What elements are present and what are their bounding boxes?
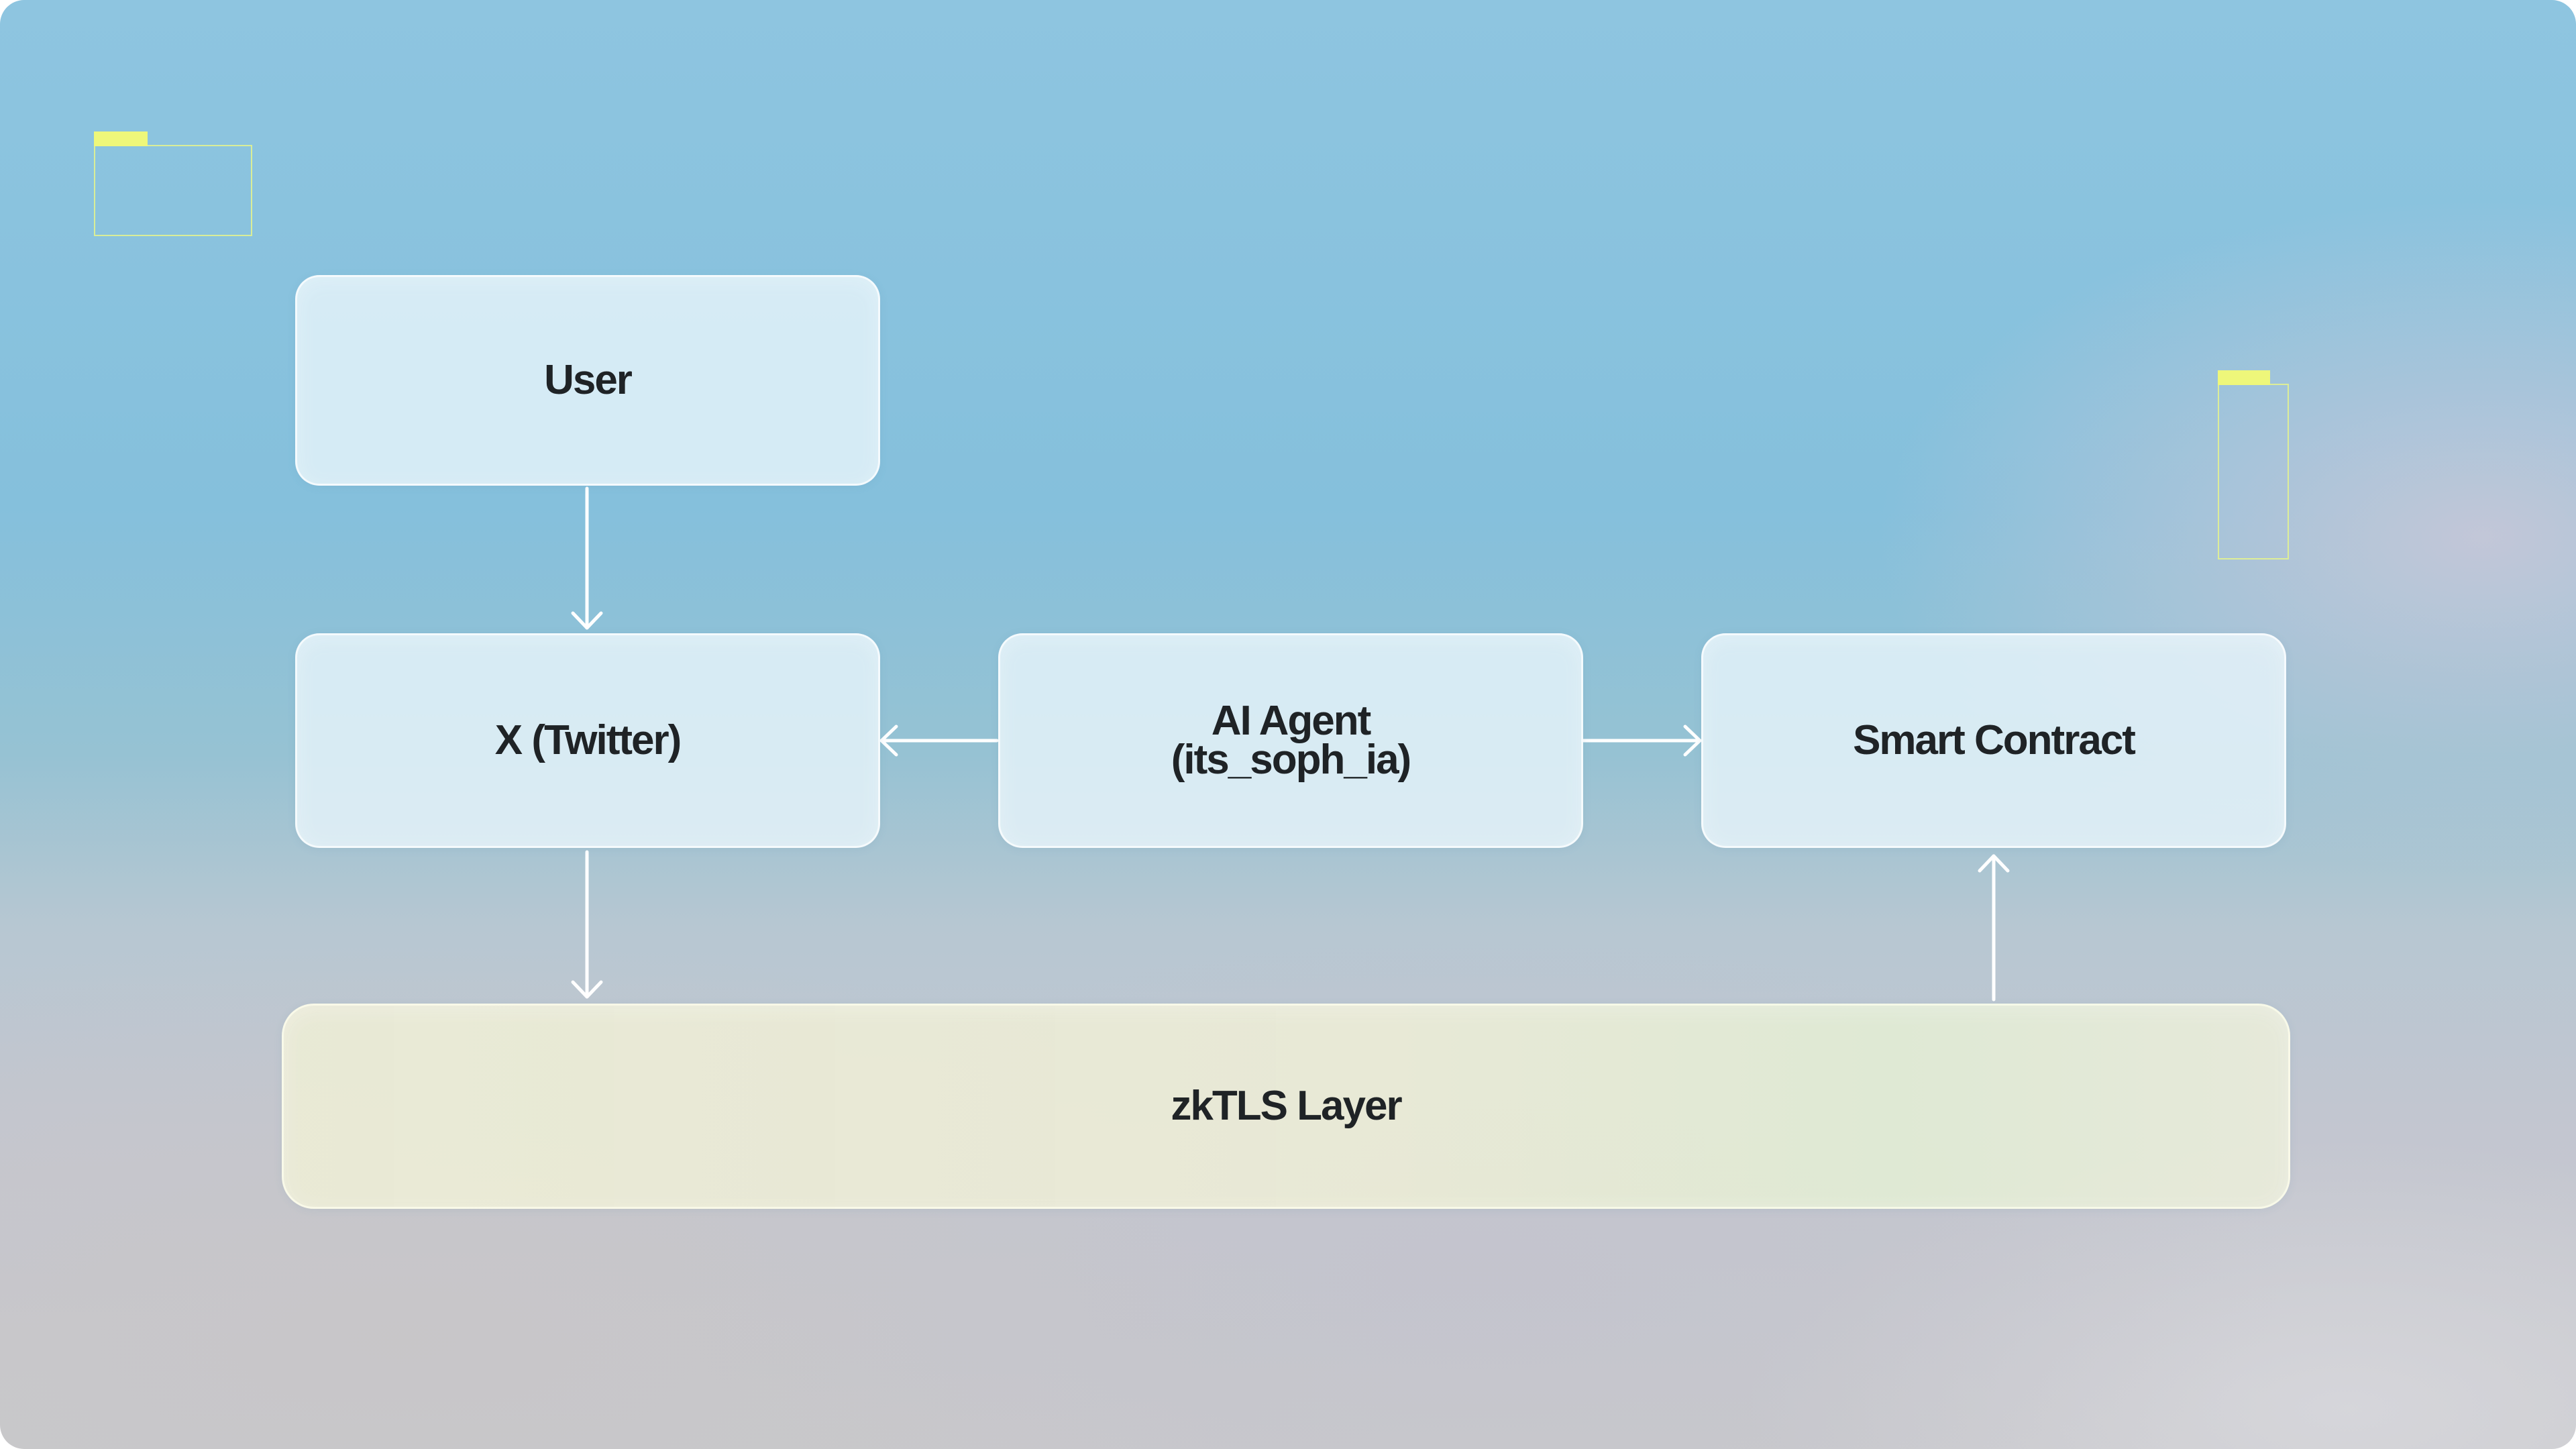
arrow-user-to-twitter xyxy=(571,486,603,630)
node-twitter-label: X (Twitter) xyxy=(494,717,682,763)
arrow-twitter-to-zktls xyxy=(571,850,603,999)
node-ai-agent: AI Agent (its_soph_ia) xyxy=(998,633,1583,848)
corner-bracket-right xyxy=(2218,384,2289,559)
corner-bracket-tab-right xyxy=(2218,370,2270,385)
node-zktls-layer-label: zkTLS Layer xyxy=(1171,1083,1402,1129)
corner-bracket-tab-top-left xyxy=(94,131,148,146)
node-user-label: User xyxy=(544,357,633,403)
node-smart-contract: Smart Contract xyxy=(1701,633,2286,848)
node-ai-agent-text: AI Agent (its_soph_ia) xyxy=(1171,698,1411,783)
arrow-zktls-to-contract xyxy=(1978,854,2010,1002)
node-smart-contract-label: Smart Contract xyxy=(1853,717,2136,763)
node-twitter: X (Twitter) xyxy=(295,633,880,848)
corner-bracket-top-left xyxy=(94,145,252,236)
node-zktls-layer: zkTLS Layer xyxy=(282,1004,2290,1209)
node-ai-agent-handle: (its_soph_ia) xyxy=(1171,737,1411,783)
arrow-agent-to-contract xyxy=(1581,724,1702,757)
node-ai-agent-label: AI Agent xyxy=(1211,698,1372,744)
arrow-agent-to-twitter xyxy=(879,724,999,757)
node-user: User xyxy=(295,275,880,486)
